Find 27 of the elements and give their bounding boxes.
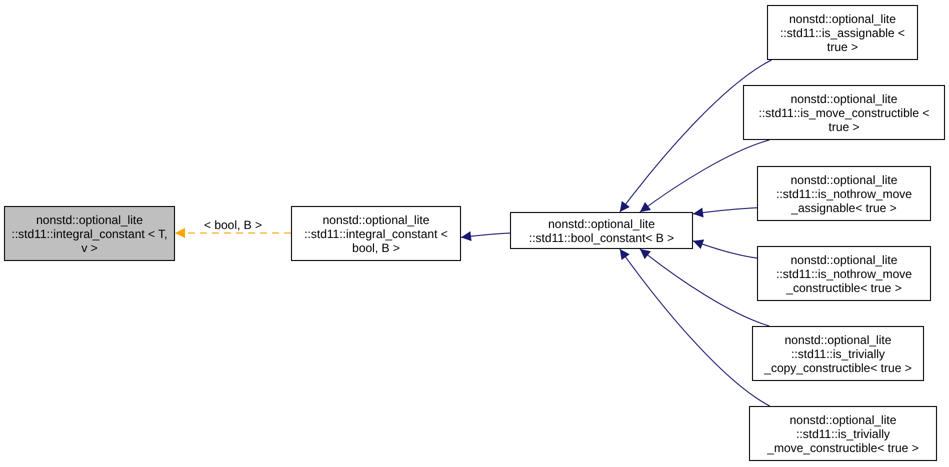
class-name: nonstd::optional_lite ::std11::bool_constant< B > — [528, 216, 676, 244]
class-box — [767, 5, 918, 60]
arrow — [692, 207, 758, 218]
class-box — [757, 246, 931, 301]
class-name: nonstd::optional_lite ::std11::is_trivially _copy_constructible< true > — [763, 332, 913, 374]
class-name: nonstd::optional_lite ::std11::is_nothrow_move _constructible< true > — [775, 252, 913, 294]
class-box — [510, 212, 693, 249]
class-box — [749, 406, 937, 461]
arrow — [460, 231, 510, 242]
class-box — [757, 166, 931, 221]
class-box — [752, 326, 924, 381]
class-box — [4, 206, 175, 261]
class-name: nonstd::optional_lite ::std11::integral_constant < bool, B > — [303, 212, 449, 254]
class-name: nonstd::optional_lite ::std11::is_assignable < true > — [779, 12, 906, 54]
dashed-arrow — [174, 228, 292, 238]
arrow — [692, 239, 758, 259]
arrow — [619, 60, 772, 212]
edge-label: < bool, B > — [202, 218, 264, 232]
class-name: nonstd::optional_lite ::std11::integral_constant < T, v > — [12, 212, 168, 254]
arrow — [639, 248, 770, 326]
class-name: nonstd::optional_lite ::std11::is_nothrow_move _assignable< true > — [775, 172, 913, 214]
class-name: nonstd::optional_lite ::std11::is_trivially _move_constructible< true > — [766, 412, 920, 454]
class-box — [743, 85, 945, 140]
class-box — [291, 206, 461, 261]
class-name: nonstd::optional_lite ::std11::is_move_constructible < true > — [758, 92, 930, 134]
arrow — [619, 248, 770, 406]
arrow — [639, 140, 770, 212]
